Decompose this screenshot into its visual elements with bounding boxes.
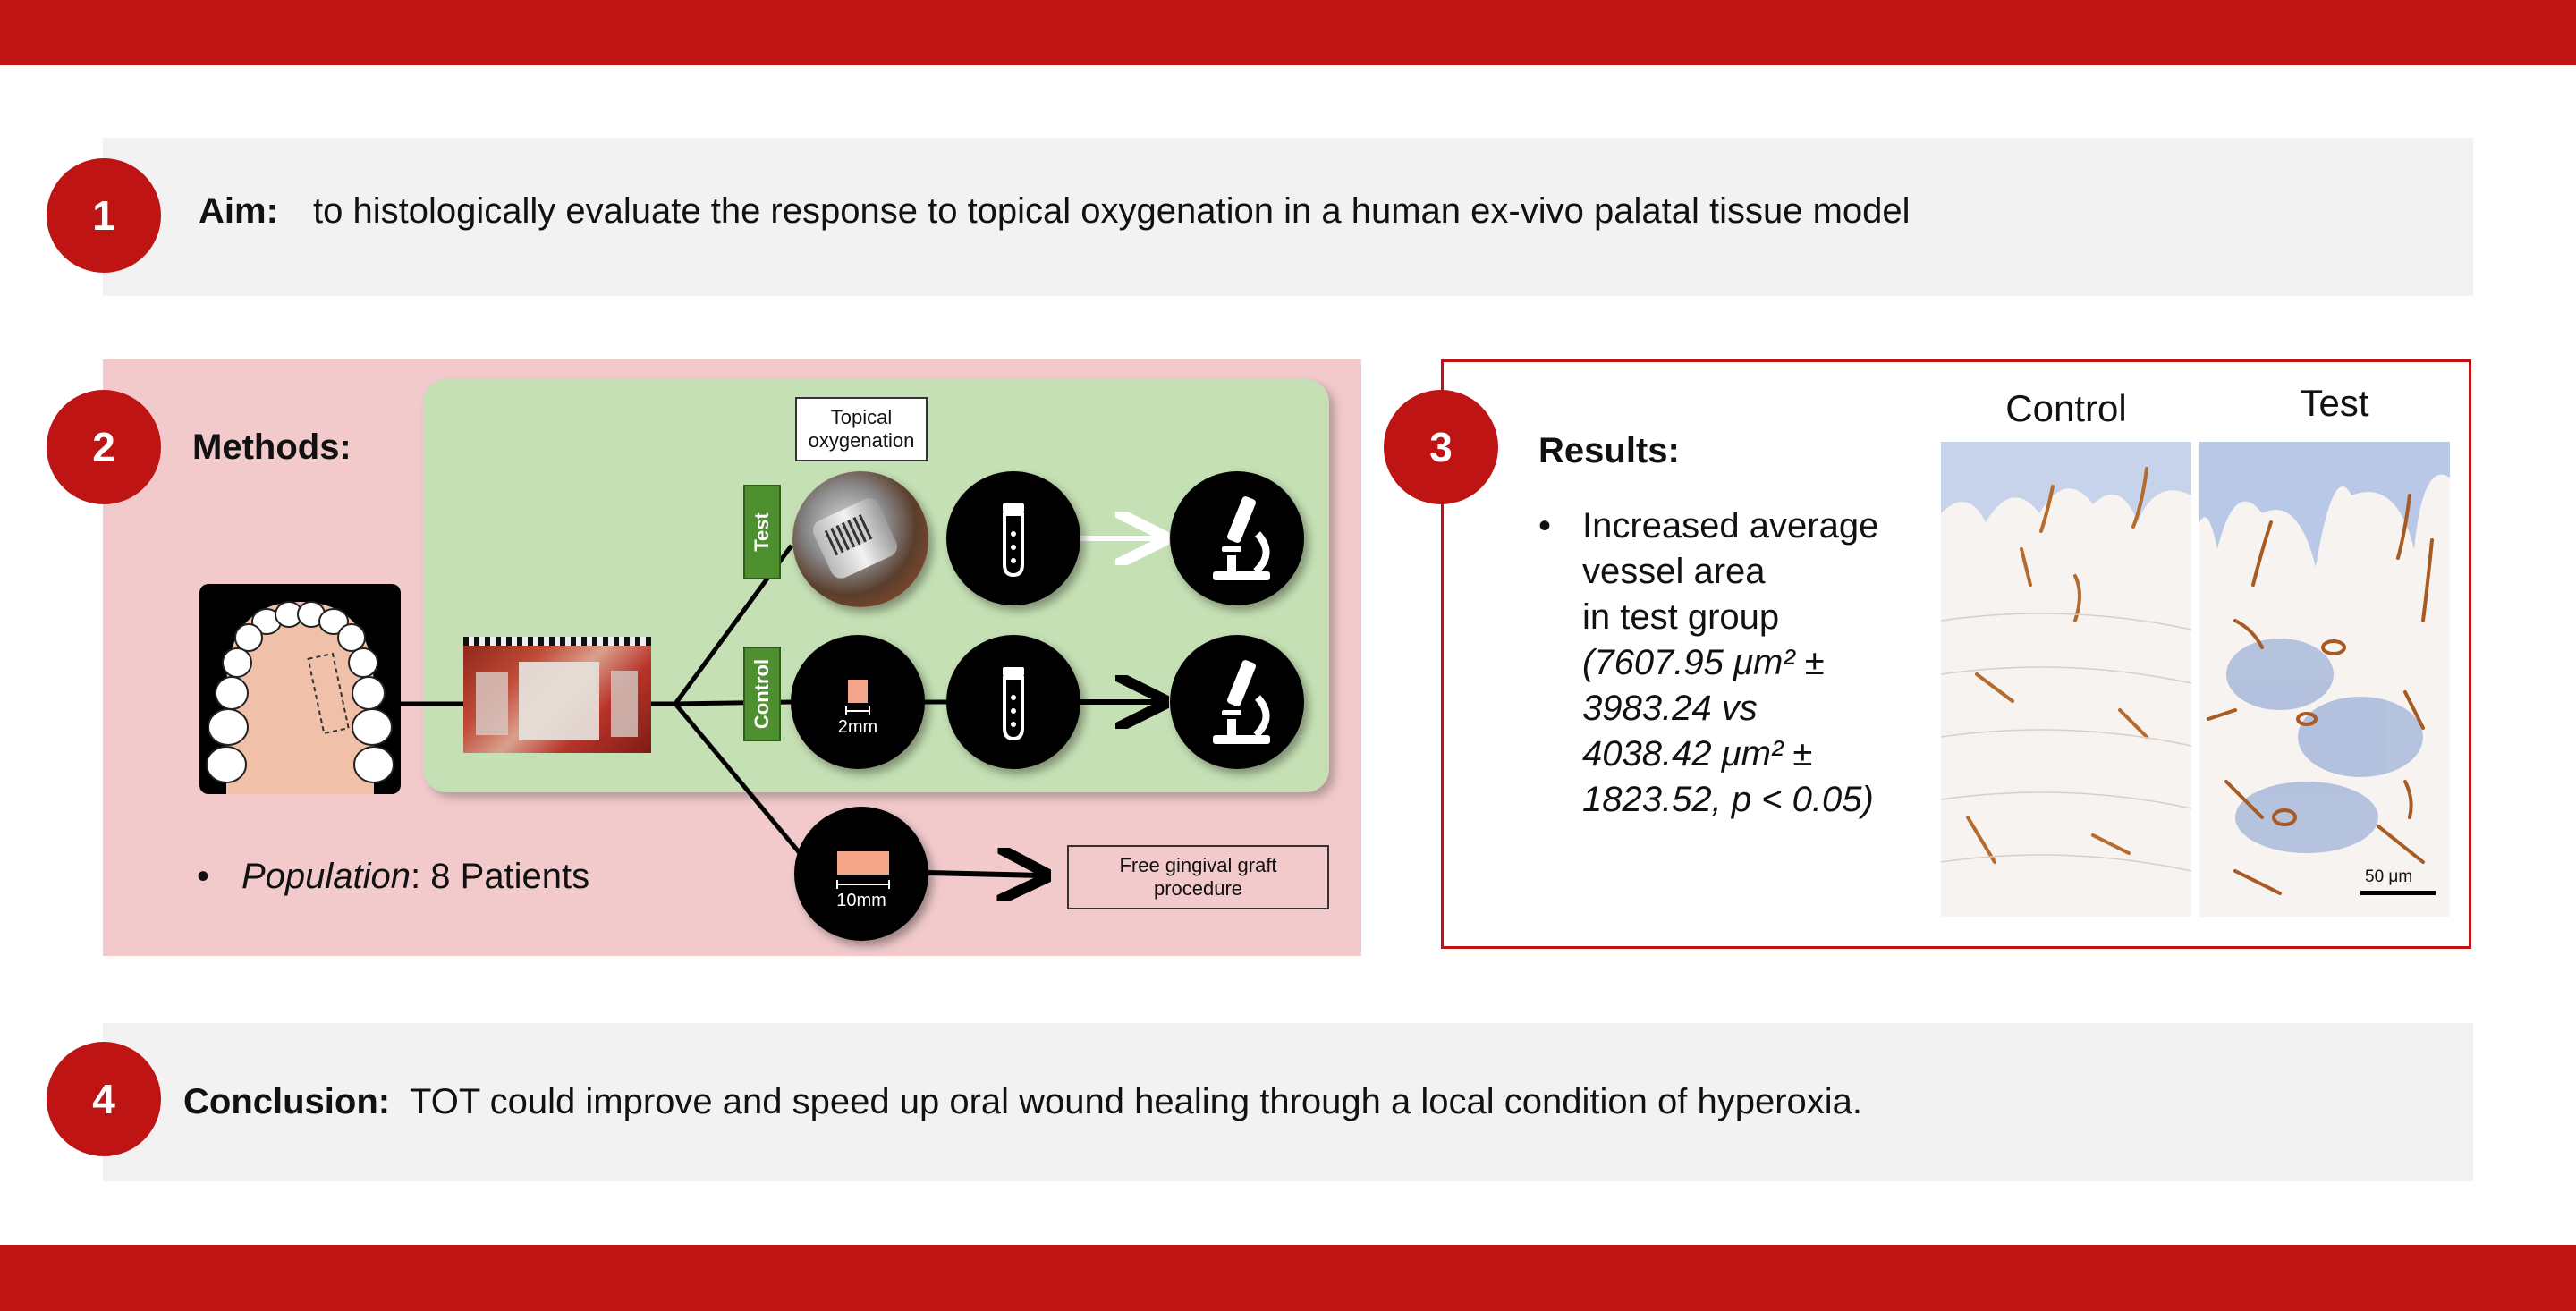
test-microscope-step — [1170, 471, 1304, 605]
control-group-label: Control — [743, 647, 781, 741]
results-bullet: • — [1538, 506, 1552, 546]
population-value: : 8 Patients — [411, 857, 590, 896]
small-sample-size: 2mm — [837, 717, 878, 737]
results-label: Results: — [1538, 431, 1680, 470]
methods-label: Methods: — [192, 427, 352, 467]
section-number-1: 1 — [47, 158, 161, 273]
conclusion-text: TOT could improve and speed up oral woun… — [410, 1082, 1863, 1121]
palate-jaw-diagram — [199, 584, 401, 794]
population-label: Population — [242, 857, 411, 896]
results-line-3: in test group — [1582, 597, 1780, 637]
bottom-banner — [0, 1245, 2576, 1311]
graft-label-line2: procedure — [1153, 877, 1243, 900]
aim-panel — [103, 138, 2473, 296]
graft-arrow — [928, 873, 1040, 875]
control-histology-drawing — [1941, 442, 2191, 872]
results-line-1: Increased average — [1582, 506, 1879, 546]
large-scale-marker — [836, 880, 890, 889]
large-sample-size: 10mm — [836, 891, 886, 910]
results-stat-2: 3983.24 vs — [1582, 689, 1758, 728]
microscope-icon — [1213, 660, 1270, 744]
results-stat-4: 1823.52, p < 0.05) — [1582, 780, 1874, 819]
control-image-title: Control — [2005, 387, 2127, 429]
topical-label-line1: Topical — [830, 406, 893, 428]
small-sample-swatch — [848, 680, 868, 703]
section-number-4: 4 — [47, 1042, 161, 1156]
graft-procedure-label: Free gingival graft procedure — [1067, 845, 1329, 909]
control-tube-step — [946, 635, 1080, 769]
test-tube-step — [946, 471, 1080, 605]
test-group-label: Test — [743, 485, 781, 579]
conclusion-label: Conclusion: — [183, 1082, 391, 1121]
test-histology-image: 50 μm — [2199, 442, 2450, 917]
oxygenation-device-photo — [792, 471, 928, 607]
topical-oxygenation-label: Topical oxygenation — [795, 397, 928, 461]
graft-sample-step: 10mm — [794, 807, 928, 941]
results-text: Increased average vessel area in test gr… — [1582, 503, 1878, 823]
small-scale-marker — [845, 706, 870, 715]
results-stat-1: (7607.95 μm² ± — [1582, 643, 1825, 682]
section-number-3: 3 — [1384, 390, 1498, 504]
scale-bar — [2360, 891, 2436, 895]
results-line-2: vessel area — [1582, 552, 1766, 591]
section-number-2: 2 — [47, 390, 161, 504]
scale-bar-label: 50 μm — [2365, 867, 2413, 886]
microscope-icon — [1213, 496, 1270, 580]
control-histology-image — [1941, 442, 2191, 917]
large-sample-swatch — [837, 851, 889, 875]
branch-to-graft-line — [674, 702, 802, 856]
aim-label: Aim: — [199, 191, 278, 231]
population-line: Population: 8 Patients — [242, 857, 589, 897]
test-tube-icon — [1003, 667, 1024, 741]
control-microscope-step — [1170, 635, 1304, 769]
topical-label-line2: oxygenation — [808, 429, 915, 452]
results-stat-3: 4038.42 μm² ± — [1582, 734, 1813, 774]
test-tube-icon — [1003, 503, 1024, 578]
test-image-title: Test — [2300, 382, 2369, 424]
conclusion-panel — [103, 1023, 2473, 1181]
test-histology-drawing — [2199, 442, 2450, 895]
tissue-sample-photo — [463, 637, 651, 753]
control-sample-step: 2mm — [791, 635, 925, 769]
population-bullet: • — [197, 857, 210, 896]
graft-label-line1: Free gingival graft — [1119, 854, 1277, 876]
aim-text: to histologically evaluate the response … — [313, 191, 1911, 231]
top-banner — [0, 0, 2576, 65]
